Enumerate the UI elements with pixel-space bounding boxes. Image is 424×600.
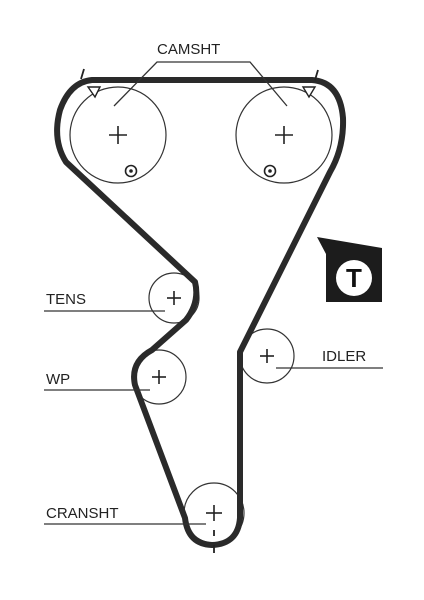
timing-belt [54, 77, 347, 548]
tensioner-label: TENS [46, 291, 86, 308]
badge-letter: T [346, 263, 362, 293]
camshaft-leader-line [113, 61, 288, 107]
idler-label: IDLER [322, 348, 366, 365]
tensioner-badge-icon: T [317, 237, 382, 302]
camshaft-label: CAMSHT [157, 41, 220, 58]
water-pump-label: WP [46, 371, 70, 388]
timing-pointer-left [86, 86, 102, 99]
camshaft-pulley-right [235, 86, 333, 184]
timing-mark-left [80, 68, 85, 80]
timing-pointer-right [301, 86, 317, 99]
timing-mark-right [314, 69, 319, 81]
camshaft-pulley-left [69, 86, 167, 184]
crankshaft-label: CRANSHT [46, 505, 119, 522]
